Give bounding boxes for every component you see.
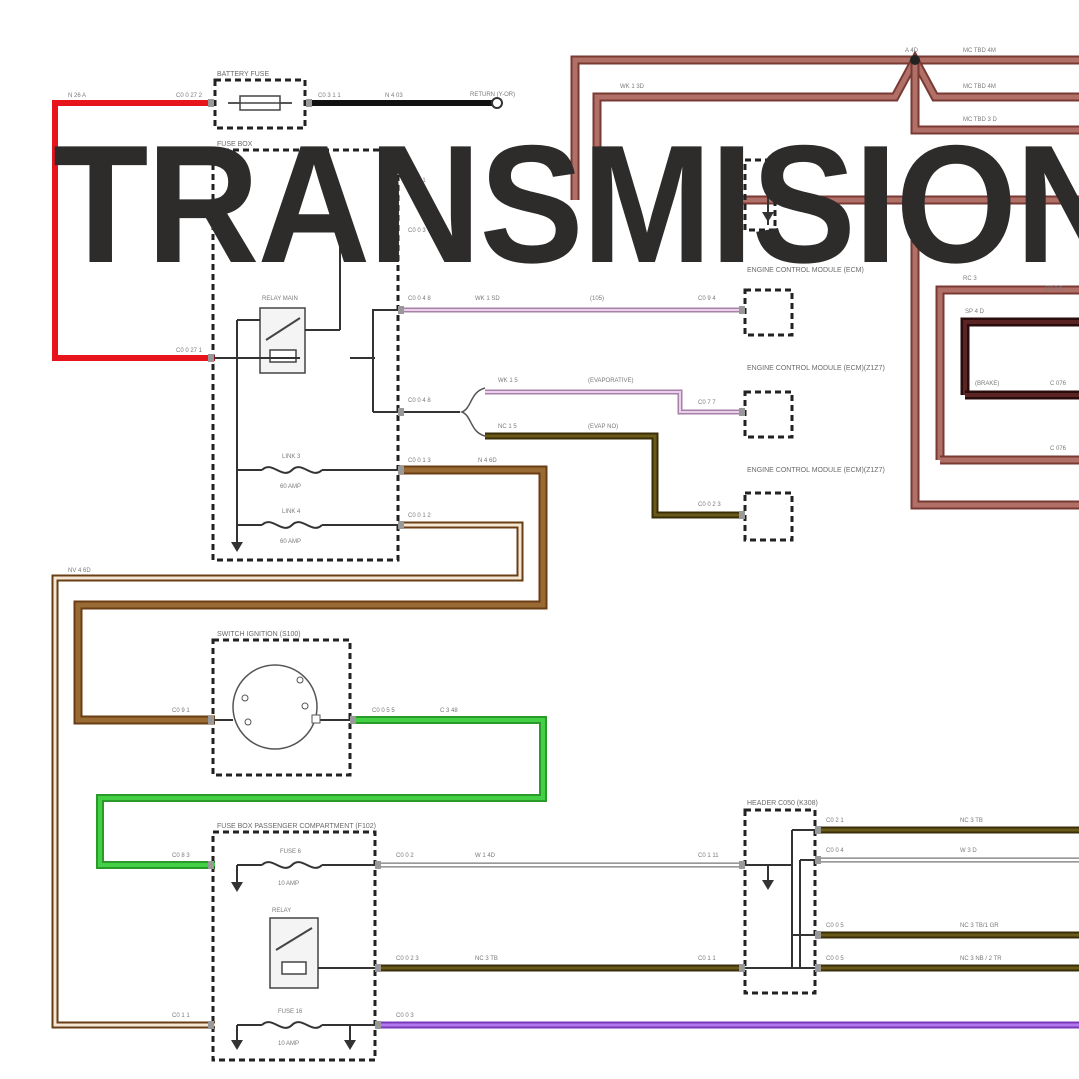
wire-evap: (EVAP NO) <box>588 424 618 430</box>
wire-top-2: MC TBD 4M <box>963 84 996 90</box>
conn-c8: C0 7 7 <box>698 400 716 406</box>
fuse-6-icon <box>261 861 323 869</box>
conn-c21: C0 2 1 <box>826 818 844 824</box>
wire-battery-feed: N 26 A <box>68 93 86 99</box>
conn-c27: C0 3 2 <box>408 186 426 192</box>
green-ignition-wire <box>96 716 547 869</box>
conn-c6: C0 0 4 8 <box>408 398 431 404</box>
link-3-label: LINK 3 <box>282 454 301 460</box>
passenger-fuse-box-label: FUSE BOX PASSENGER COMPARTMENT (F102) <box>217 823 376 830</box>
ground-terminal <box>491 97 503 109</box>
conn-c14: C0 8 3 <box>172 853 190 859</box>
conn-c23: C0 0 5 <box>826 923 844 929</box>
wire-ecm-tag: (105) <box>590 296 604 302</box>
ignition-switch-icon <box>232 664 318 750</box>
ecm-connector-2 <box>743 390 794 439</box>
relay-2-label: RELAY <box>272 908 291 914</box>
ecm-connector-3 <box>743 491 794 542</box>
brown-harness <box>51 465 548 1029</box>
wire-link3-out: N 4 6D <box>478 458 497 464</box>
wire-ecm-feed: WK 1 SD <box>475 296 500 302</box>
link-4-fuse-icon <box>261 521 323 529</box>
conn-c7: C0 0 3 <box>408 228 426 234</box>
link-3-fuse-icon <box>261 466 323 474</box>
battery-fuse-label: BATTERY FUSE <box>217 71 269 78</box>
wire-top-4: WK 1 3D <box>620 84 645 90</box>
splice-label: A 4D <box>905 48 919 54</box>
wire-side-feed: NV 4 6D <box>68 568 91 574</box>
wire-top-1: MC TBD 4M <box>963 48 996 54</box>
ecm-1-label: ENGINE CONTROL MODULE (ECM) <box>747 267 864 274</box>
link-4-rating: 60 AMP <box>280 539 301 545</box>
wire-wk15: WK 1 5 <box>498 378 518 384</box>
wire-diesel: (EVAPORATIVE) <box>588 378 633 384</box>
fuse-16-rating: 10 AMP <box>278 1041 299 1047</box>
header-block-label: HEADER C050 (K308) <box>747 800 818 807</box>
wire-relay-out: NC 3 TB <box>475 956 498 962</box>
fuse-16-label: FUSE 16 <box>278 1009 303 1015</box>
engine-fuse-box-label: FUSE BOX <box>217 141 253 148</box>
wire-hdr-3: NC 3 TB/1 GR <box>960 923 999 929</box>
conn-c18: C0 1 1 <box>698 956 716 962</box>
conn-c20: C0 0 3 <box>396 1013 414 1019</box>
conn-c24: C0 0 5 <box>826 956 844 962</box>
wire-box-r1: SP 4 D <box>965 309 985 315</box>
wire-nc15: NC 1 5 <box>498 424 517 430</box>
conn-c2: C0 3 1 1 <box>318 93 341 99</box>
ecm-top-connector <box>743 158 777 232</box>
fuse-6-rating: 10 AMP <box>278 881 299 887</box>
maroon-harness <box>570 50 1079 510</box>
conn-c16: C0 1 11 <box>698 853 719 859</box>
conn-c26: C0 8 5 <box>1045 286 1063 292</box>
conn-c17: C0 0 2 3 <box>396 956 419 962</box>
conn-c11: C0 0 2 3 <box>698 502 721 508</box>
conn-c25: C0 2 1 <box>408 178 426 184</box>
splice-dot <box>910 55 920 65</box>
relay-main-label: RELAY MAIN <box>262 296 298 302</box>
conn-c19: C0 1 1 <box>172 1013 190 1019</box>
connector-pins <box>208 99 821 1029</box>
conn-c4: C0 0 4 8 <box>408 296 431 302</box>
conn-c5: C0 9 4 <box>698 296 716 302</box>
wire-top-3: MC TBD 3 D <box>963 117 998 123</box>
transmision-title: TRANSMISION <box>53 110 1079 298</box>
wire-hdr-1: NC 3 TB <box>960 818 983 824</box>
wire-brace <box>459 387 486 437</box>
header-block <box>743 808 817 995</box>
passenger-fuse-box <box>211 830 377 1062</box>
conn-c22: C0 0 4 <box>826 848 844 854</box>
ecm-2-label: ENGINE CONTROL MODULE (ECM)(Z1Z7) <box>747 365 885 372</box>
wire-hdr-4: NC 3 NB / 2 TR <box>960 956 1002 962</box>
wire-box-r3: C 076 <box>1050 381 1067 387</box>
ignition-switch-label: SWITCH IGNITION (S100) <box>217 631 301 638</box>
ignition-switch-box <box>211 638 352 777</box>
wire-ground-out: N 4 03 <box>385 93 403 99</box>
wire-fuse6-out: W 1 4D <box>475 853 496 859</box>
link-3-rating: 60 AMP <box>280 484 301 490</box>
conn-c3: C0 0 27 1 <box>176 348 203 354</box>
red-battery-wire <box>52 100 215 361</box>
ground-arrow-icon <box>231 542 243 552</box>
wire-top-5: RC 3 <box>963 276 977 282</box>
wire-box-r4: C 076 <box>1050 446 1067 452</box>
conn-c9: C0 0 1 3 <box>408 458 431 464</box>
fuse-16-icon <box>261 1021 323 1029</box>
conn-c15: C0 0 2 <box>396 853 414 859</box>
conn-c10: C0 0 1 2 <box>408 513 431 519</box>
wire-box-r2: (BRAKE) <box>975 381 999 387</box>
wire-hdr-2: W 3 D <box>960 848 977 854</box>
link-4-label: LINK 4 <box>282 509 301 515</box>
wire-ign-out: C 3 48 <box>440 708 458 714</box>
conn-c1: C0 0 27 2 <box>176 93 203 99</box>
battery-fuse-box <box>213 78 307 130</box>
conn-c13: C0 0 5 5 <box>372 708 395 714</box>
ecm-3-label: ENGINE CONTROL MODULE (ECM)(Z1Z7) <box>747 467 885 474</box>
fuse-6-label: FUSE 6 <box>280 849 302 855</box>
ground-ref-label: RETURN (Y-OR) <box>470 92 515 98</box>
conn-c12: C0 9 1 <box>172 708 190 714</box>
